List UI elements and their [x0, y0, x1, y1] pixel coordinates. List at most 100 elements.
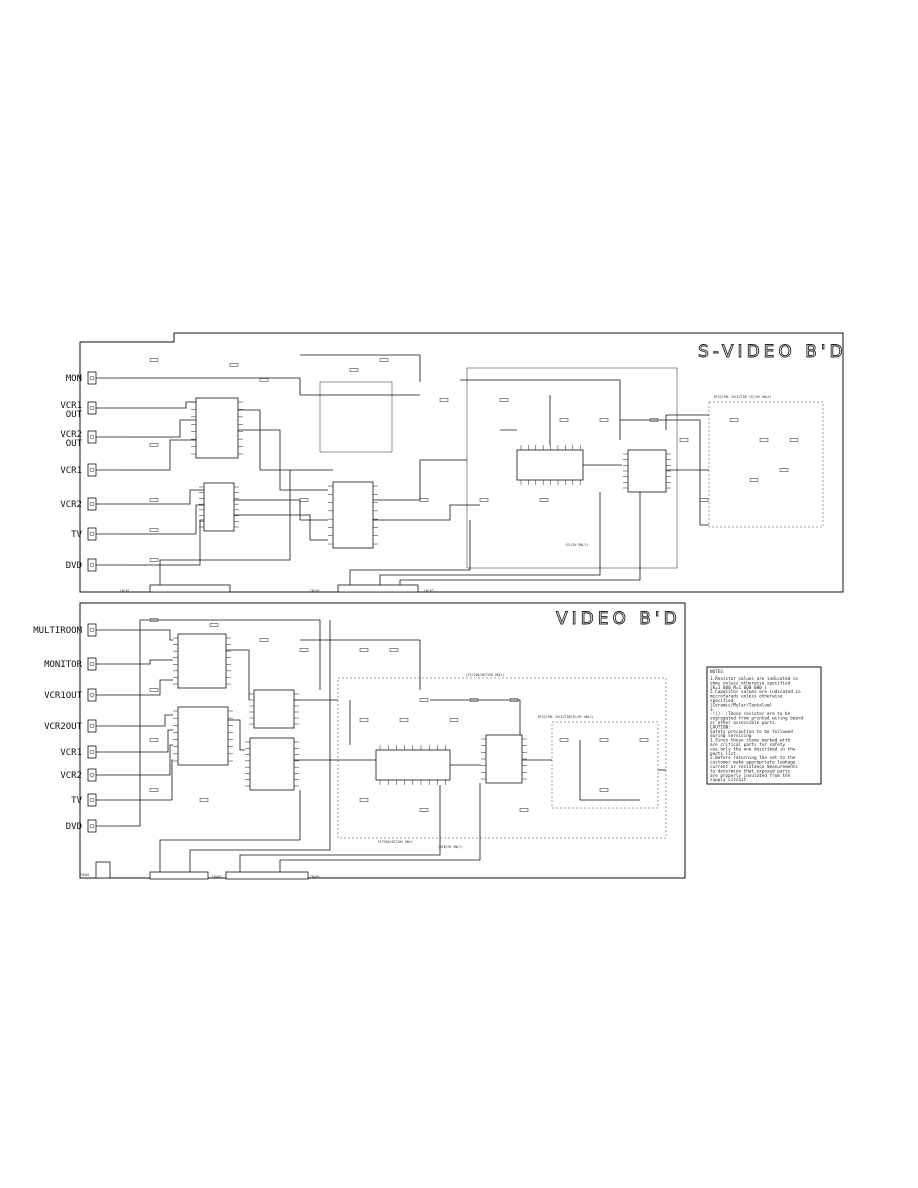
resistor-icon	[479, 498, 489, 502]
video-connector-column: MULTIROOMMONITORVCR1OUTVCR2OUTVCR1VCR2TV…	[33, 623, 126, 833]
plug-label-cn403: CN403	[310, 875, 320, 879]
plug-label-cn101: CN101	[120, 589, 130, 593]
resistor-icon	[359, 718, 369, 722]
fs7200-sr7200-block	[337, 677, 667, 839]
transistor-block	[319, 381, 393, 453]
resistor-icon	[359, 648, 369, 652]
notes-line: 2.Before returning the set to the	[710, 755, 796, 761]
s-video-wiring	[126, 354, 799, 585]
resistor-icon	[149, 558, 159, 562]
notes-line: 3.	[710, 707, 715, 713]
connector-label: VCR1	[60, 748, 82, 758]
s-video-plug-left	[149, 584, 231, 593]
plug-label-cn401: CN401	[80, 873, 90, 877]
resistor-icon	[759, 438, 769, 442]
resistor-icon	[149, 738, 159, 742]
resistor-icon	[259, 378, 269, 382]
resistor-icon	[539, 498, 549, 502]
ic-video-2	[177, 706, 229, 766]
resistor-icon	[259, 638, 269, 642]
notes-line: segregated from printed wiring board	[710, 716, 804, 722]
jack-icon	[87, 719, 97, 733]
connector-label: VCR2OUT	[44, 722, 83, 732]
resistor-icon	[499, 398, 509, 402]
notes-frame	[706, 666, 822, 785]
ntsc-pal-selector-label: NTSC/PAL SELECTOR (SC/RV ONLY)	[714, 395, 772, 399]
connector-label: TV	[71, 530, 82, 540]
resistor-icon	[419, 808, 429, 812]
notes-line: 1.Resistor values are indicated in	[710, 676, 798, 682]
plug-label-cn402: CN402	[212, 875, 222, 879]
notes-line: are critical parts for safety	[710, 742, 785, 748]
resistor-icon	[419, 698, 429, 702]
notes-line: (K=1 000 M=1 000 000 )	[710, 685, 767, 691]
resistor-icon	[359, 798, 369, 802]
resistor-icon	[149, 528, 159, 532]
video-wiring	[126, 618, 666, 872]
resistor-icon	[399, 718, 409, 722]
jack-icon	[87, 463, 97, 477]
jack-icon	[87, 688, 97, 702]
notes-line: -(|)- :These resistor are to be	[710, 711, 791, 717]
resistor-icon	[439, 398, 449, 402]
ic-pins	[191, 401, 671, 545]
resistor-icon	[599, 738, 609, 742]
ic-video-1	[177, 633, 227, 689]
notes-heading: NOTES	[710, 669, 723, 675]
video-plug-power	[95, 861, 111, 879]
ntsc-pal-label-video: NTSC/PAL SELECTOR(SC/RV ONLY)	[538, 715, 594, 719]
resistor-icon	[779, 468, 789, 472]
resistor-icon	[149, 618, 159, 622]
connector-label: MONITOR	[44, 660, 83, 670]
jack-icon	[87, 768, 97, 782]
resistor-icon	[149, 358, 159, 362]
notes-line: Safety precaution to be followed	[710, 729, 793, 735]
jack-icon	[87, 623, 97, 637]
resistor-icon	[599, 788, 609, 792]
resistor-icon	[559, 418, 569, 422]
jack-icon	[87, 527, 97, 541]
resistor-icon	[389, 648, 399, 652]
ntsc-pal-selector-block	[708, 401, 824, 528]
video-board: VIDEO B'D MULTIROOMMONITORVCR1OUTVCR2OUT…	[33, 602, 686, 880]
ic-video-5	[375, 749, 451, 781]
video-board-title: VIDEO B'D	[556, 609, 681, 629]
resistor-icon	[419, 498, 429, 502]
jack-icon	[87, 430, 97, 444]
ic-video-6	[485, 734, 523, 784]
ntsc-pal-selector-block-video	[551, 721, 659, 809]
plug-label-cn103: CN103	[424, 589, 434, 593]
ic-switch-2	[516, 449, 584, 481]
notes-line: use only the one described in the	[710, 746, 796, 752]
jack-icon	[87, 793, 97, 807]
notes-line: current or resistance measurements	[710, 764, 798, 770]
ic-video-4	[249, 737, 295, 791]
notes-box: NOTES 1.Resistor values are indicated in…	[706, 666, 822, 785]
jack-icon	[87, 497, 97, 511]
notes-line: specified.	[710, 698, 736, 704]
video-plug-left	[149, 871, 209, 880]
mcb-rv-only-label: (MCB/RV ONLY)	[438, 845, 463, 849]
resistor-icon	[149, 443, 159, 447]
resistor-icon	[789, 438, 799, 442]
plug-label-cn102: CN102	[310, 589, 320, 593]
connector-label: VCR2	[60, 500, 82, 510]
fs7200-only-label: FS7200/SR7200 ONLY	[378, 840, 413, 844]
sc-rv-only-label: (SC/RV ONLY)	[565, 543, 588, 547]
jack-icon	[87, 657, 97, 671]
resistor-icon	[299, 498, 309, 502]
resistor-icon	[199, 798, 209, 802]
connector-label: MON	[66, 374, 82, 384]
jack-icon	[87, 558, 97, 572]
ic-pins-video	[173, 637, 527, 787]
fs7200-label: (FS7200/SR7200 ONLY)	[466, 673, 504, 677]
resistor-icon	[749, 478, 759, 482]
ic-mux-2	[203, 482, 235, 532]
s-video-board-outline	[79, 332, 844, 593]
resistor-icon	[649, 418, 659, 422]
ic-video-3	[253, 689, 295, 729]
